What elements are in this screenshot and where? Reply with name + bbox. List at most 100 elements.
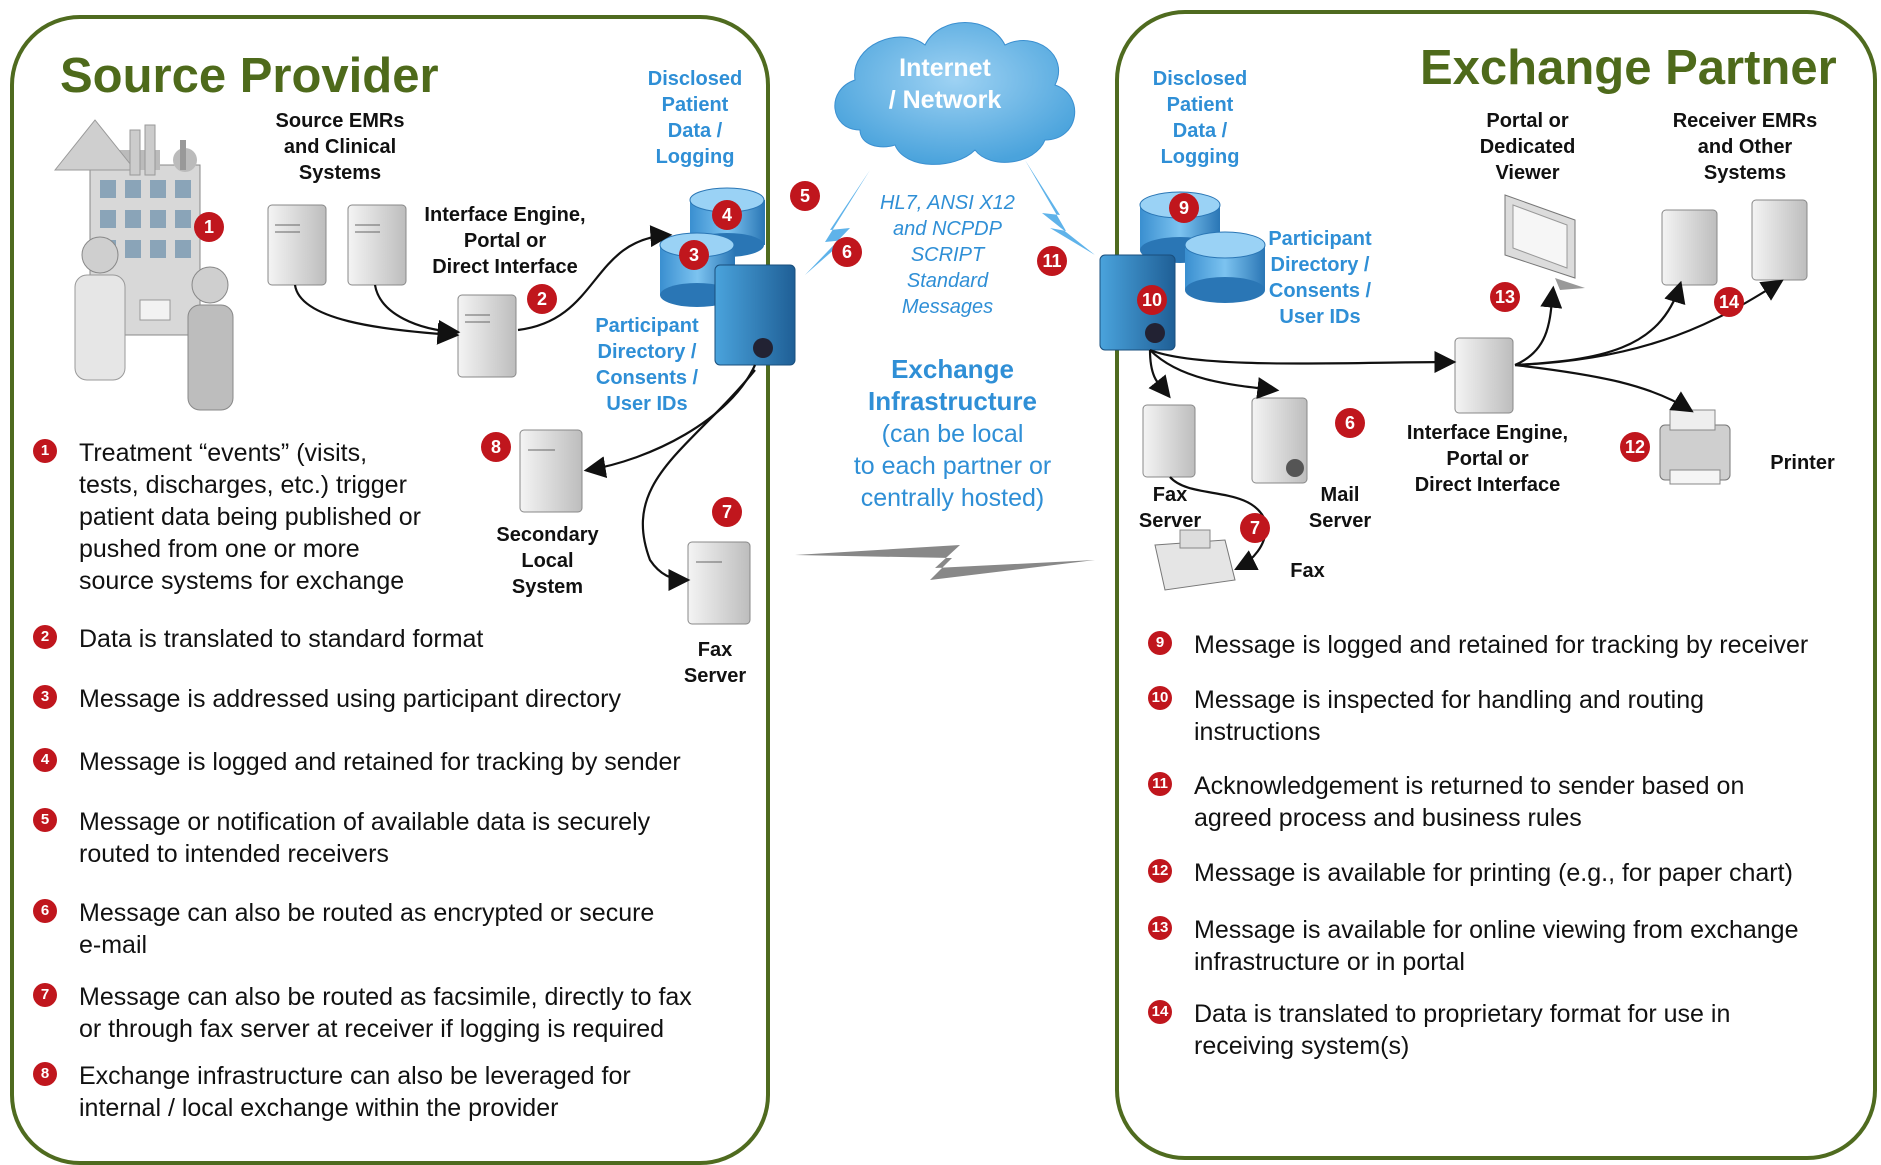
step-number-badge: 7	[33, 983, 57, 1007]
step-item: 11 Acknowledgement is returned to sender …	[1148, 770, 1744, 834]
receiver-server-icon	[1661, 209, 1718, 286]
server-icon	[347, 204, 407, 286]
badge-14: 14	[1714, 287, 1744, 317]
step-item: 2 Data is translated to standard format	[33, 623, 483, 655]
badge-10: 10	[1137, 285, 1167, 315]
messages-label: HL7, ANSI X12 and NCPDP SCRIPT Standard …	[880, 192, 1015, 318]
participant-directory-label: Participant Directory / Consents / User …	[595, 315, 699, 415]
badge-5: 5	[790, 181, 820, 211]
fax-server-icon	[687, 541, 751, 625]
fax-server-label: Fax Server	[683, 639, 747, 687]
step-text: Message can also be routed as facsimile,…	[79, 983, 692, 1043]
receiver-server-icon	[1751, 199, 1808, 281]
fax-machine-icon	[1154, 529, 1236, 591]
step-item: 6 Message can also be routed as encrypted…	[33, 897, 654, 961]
source-emrs-label: Source EMRs and Clinical Systems	[275, 110, 405, 184]
step-item: 1 Treatment “events” (visits, tests, disc…	[33, 437, 421, 597]
step-number-badge: 13	[1148, 916, 1172, 940]
step-item: 7 Message can also be routed as facsimile…	[33, 981, 692, 1045]
step-text: Message can also be routed as encrypted …	[79, 899, 655, 959]
step-text: Acknowledgement is returned to sender ba…	[1194, 772, 1745, 832]
flow-arrows	[293, 225, 1784, 591]
exchange-server-icon	[714, 264, 796, 366]
badge-7: 7	[1240, 513, 1270, 543]
server-icon	[1142, 404, 1196, 478]
step-item: 14 Data is translated to proprietary form…	[1148, 998, 1730, 1062]
participant-directory-label: Participant Directory / Consents / User …	[1268, 228, 1372, 328]
step-number-badge: 2	[33, 625, 57, 649]
badge-3: 3	[679, 240, 709, 270]
badge-6: 6	[1335, 408, 1365, 438]
disclosed-data-label: Disclosed Patient Data / Logging	[647, 68, 743, 168]
step-number-badge: 12	[1148, 859, 1172, 883]
badge-13: 13	[1490, 282, 1520, 312]
printer-icon	[1659, 409, 1731, 485]
cloud-label: Internet / Network	[888, 54, 1002, 114]
badge-12: 12	[1620, 432, 1650, 462]
step-text: Data is translated to proprietary format…	[1194, 1000, 1731, 1060]
step-number-badge: 11	[1148, 772, 1172, 796]
interface-engine-label: Interface Engine, Portal or Direct Inter…	[1406, 422, 1569, 496]
step-item: 9 Message is logged and retained for trac…	[1148, 629, 1808, 661]
step-text: Message is addressed using participant d…	[79, 685, 621, 713]
step-item: 3 Message is addressed using participant …	[33, 683, 621, 715]
step-item: 5 Message or notification of available da…	[33, 806, 650, 870]
fax-server-label: Fax Server	[1138, 484, 1202, 532]
step-number-badge: 5	[33, 808, 57, 832]
badge-8: 8	[481, 432, 511, 462]
step-text: Message is available for online viewing …	[1194, 916, 1799, 976]
disclosed-data-label: Disclosed Patient Data / Logging	[1152, 68, 1248, 168]
lab-equipment-icon	[129, 124, 197, 176]
fax-label: Fax	[1290, 560, 1325, 582]
step-text: Treatment “events” (visits, tests, disch…	[79, 439, 421, 595]
patient-figure-icon	[139, 266, 234, 411]
exchange-partner-panel	[1115, 10, 1877, 1160]
source-provider-title: Source Provider	[60, 49, 439, 103]
secondary-server-icon	[519, 429, 583, 513]
interface-engine-server-icon	[1454, 337, 1514, 414]
step-item: 4 Message is logged and retained for trac…	[33, 746, 681, 778]
step-text: Message or notification of available dat…	[79, 808, 651, 868]
step-number-badge: 4	[33, 748, 57, 772]
printer-label: Printer	[1770, 452, 1835, 474]
step-number-badge: 6	[33, 899, 57, 923]
step-number-badge: 9	[1148, 631, 1172, 655]
mail-server-icon	[1251, 397, 1308, 484]
portal-viewer-label: Portal or Dedicated Viewer	[1479, 110, 1576, 184]
badge-1: 1	[194, 212, 224, 242]
exchange-infrastructure-title: Exchange Infrastructure	[867, 354, 1038, 416]
step-number-badge: 8	[33, 1062, 57, 1086]
step-item: 10 Message is inspected for handling and …	[1148, 684, 1704, 748]
server-icon	[267, 204, 327, 286]
exchange-infrastructure-sub: (can be local to each partner or central…	[853, 420, 1052, 512]
badge-4: 4	[712, 200, 742, 230]
step-item: 13 Message is available for online viewin…	[1148, 914, 1799, 978]
badge-6: 6	[832, 237, 862, 267]
step-text: Message is available for printing (e.g.,…	[1194, 859, 1793, 887]
step-number-badge: 1	[33, 439, 57, 463]
internet-cloud-icon	[834, 22, 1076, 165]
step-number-badge: 14	[1148, 1000, 1172, 1024]
doctor-figure-icon	[74, 236, 126, 381]
receiver-emrs-label: Receiver EMRs and Other Systems	[1672, 110, 1818, 184]
badge-2: 2	[527, 284, 557, 314]
secondary-system-label: Secondary Local System	[496, 524, 599, 598]
monitor-icon	[1504, 194, 1585, 290]
step-text: Data is translated to standard format	[79, 625, 484, 653]
step-text: Message is logged and retained for track…	[79, 748, 681, 776]
step-text: Message is inspected for handling and ro…	[1194, 686, 1705, 746]
interface-engine-server-icon	[457, 294, 517, 378]
step-number-badge: 10	[1148, 686, 1172, 710]
step-text: Message is logged and retained for track…	[1194, 631, 1809, 659]
exchange-partner-title: Exchange Partner	[1420, 41, 1837, 95]
mail-server-label: Mail Server	[1308, 484, 1372, 532]
step-number-badge: 3	[33, 685, 57, 709]
interface-engine-label: Interface Engine, Portal or Direct Inter…	[424, 204, 586, 278]
badge-11: 11	[1037, 246, 1067, 276]
badge-9: 9	[1169, 193, 1199, 223]
lightning-bolt-icon	[795, 545, 1095, 580]
step-item: 12 Message is available for printing (e.g…	[1148, 857, 1793, 889]
lightning-bolt-icon	[1025, 160, 1095, 255]
